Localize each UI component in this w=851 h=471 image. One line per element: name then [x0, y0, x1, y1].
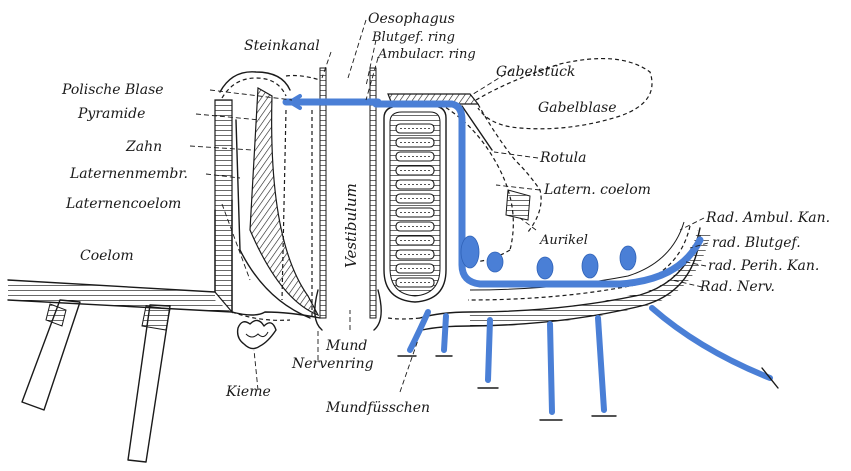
gill: [238, 320, 276, 348]
label-ambulacr-ring: Ambulacr. ring: [377, 47, 476, 62]
label-mund: Mund: [325, 338, 367, 354]
label-nervenring: Nervenring: [291, 356, 374, 372]
label-pyramide: Pyramide: [77, 106, 145, 122]
label-gabelblase: Gabelblase: [538, 100, 617, 116]
label-oesophagus: Oesophagus: [368, 11, 455, 27]
spines: [22, 300, 170, 462]
label-laternenmembr: Laternenmembr.: [69, 166, 188, 182]
label-steinkanal: Steinkanal: [244, 38, 320, 54]
label-mundfuesschen: Mundfüsschen: [325, 400, 430, 416]
label-kieme: Kieme: [225, 384, 271, 400]
label-rotula: Rotula: [539, 150, 586, 166]
label-latern-coelom: Latern. coelom: [543, 182, 651, 198]
label-zahn: Zahn: [125, 139, 162, 155]
label-rad-ambul-kan: Rad. Ambul. Kan.: [705, 210, 830, 226]
label-vestibulum: Vestibulum: [342, 183, 360, 268]
label-blutgef-ring: Blutgef. ring: [371, 30, 455, 45]
label-aurikel: Aurikel: [539, 233, 588, 248]
label-coelom: Coelom: [80, 248, 134, 264]
label-rad-nerv: Rad. Nerv.: [699, 279, 775, 295]
label-rad-blutgef: rad. Blutgef.: [712, 235, 801, 251]
label-laternencoelom: Laternencoelom: [65, 196, 181, 212]
label-polische-blase: Polische Blase: [61, 82, 164, 98]
label-gabelstueck: Gabelstück: [496, 64, 575, 80]
aristotle-lantern: [220, 72, 318, 320]
label-rad-perih-kan: rad. Perih. Kan.: [708, 258, 819, 274]
